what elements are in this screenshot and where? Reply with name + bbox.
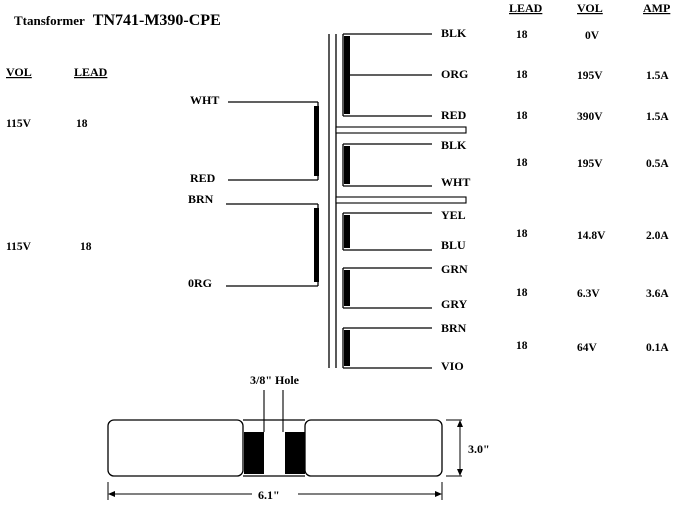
mounting-right-block xyxy=(304,419,443,477)
secondary-wire-blk-1: BLK xyxy=(441,26,467,40)
secondary-wire-vio: VIO xyxy=(441,359,464,373)
secondary-row-5: 18 14.8V 2.0A xyxy=(516,228,669,242)
secondary-winding-5 xyxy=(342,327,432,369)
primary-winding-2: BRN 0RG xyxy=(188,192,319,290)
secondary-coil-1 xyxy=(344,36,350,114)
secondary-wire-grn: GRN xyxy=(441,262,468,276)
primary-row-1-vol: 115V xyxy=(6,118,32,130)
secondary-wire-red: RED xyxy=(441,108,467,122)
secondary-coil-3 xyxy=(344,215,350,248)
secondary-row-5-vol: 14.8V xyxy=(577,230,606,242)
secondary-row-3-amp: 1.5A xyxy=(646,111,669,123)
primary-coil-2 xyxy=(314,208,319,282)
height-label: 3.0" xyxy=(468,442,490,456)
secondary-row-1-vol: 0V xyxy=(585,30,600,42)
secondary-row-2-lead: 18 xyxy=(516,69,528,81)
secondary-coil-4 xyxy=(344,270,350,306)
mounting-outline: 3/8" Hole 3.0" 6.1" xyxy=(107,373,490,502)
width-label: 6.1" xyxy=(258,488,280,502)
primary-vol-header: VOL xyxy=(6,65,32,79)
primary-row-1-lead: 18 xyxy=(76,118,88,130)
secondary-row-3-lead: 18 xyxy=(516,110,528,122)
secondary-row-1: 18 0V xyxy=(516,29,600,42)
secondary-row-6-lead: 18 xyxy=(516,287,528,299)
primary-row-2-vol: 115V xyxy=(6,241,32,253)
secondary-wire-wht: WHT xyxy=(441,175,470,189)
transformer-core xyxy=(328,34,467,368)
secondary-winding-2 xyxy=(342,143,432,187)
primary-lead-header: LEAD xyxy=(74,65,108,79)
diagram-title: Ttansformer TN741-M390-CPE xyxy=(14,12,221,29)
secondary-row-7-amp: 0.1A xyxy=(646,342,669,354)
primary-wire-wht: WHT xyxy=(190,93,219,107)
secondary-coil-2 xyxy=(344,146,350,184)
shield-separator-1 xyxy=(335,126,467,134)
secondary-wire-yel: YEL xyxy=(441,208,466,222)
primary-winding-1: WHT RED xyxy=(190,93,319,185)
secondary-winding-4 xyxy=(342,267,432,309)
secondary-vol-header: VOL xyxy=(577,1,603,15)
hole-label: 3/8" Hole xyxy=(250,373,300,387)
primary-wire-org: 0RG xyxy=(188,276,212,290)
secondary-lead-header: LEAD xyxy=(509,1,543,15)
secondary-row-6-vol: 6.3V xyxy=(577,288,600,300)
secondary-winding-1 xyxy=(342,33,432,117)
secondary-row-7: 18 64V 0.1A xyxy=(516,340,669,354)
secondary-wire-gry: GRY xyxy=(441,297,468,311)
secondary-wire-org: ORG xyxy=(441,67,468,81)
secondary-row-5-lead: 18 xyxy=(516,228,528,240)
secondary-row-5-amp: 2.0A xyxy=(646,230,669,242)
mounting-core-right xyxy=(285,432,305,474)
secondary-row-4-vol: 195V xyxy=(577,158,603,170)
secondary-row-7-vol: 64V xyxy=(577,342,598,354)
secondary-wire-blk-2: BLK xyxy=(441,138,467,152)
secondary-row-4-amp: 0.5A xyxy=(646,158,669,170)
secondary-row-4: 18 195V 0.5A xyxy=(516,157,669,170)
secondary-winding-3 xyxy=(342,212,432,251)
mounting-left-block xyxy=(107,419,244,477)
title-prefix: Ttansformer xyxy=(14,13,85,28)
primary-wire-red: RED xyxy=(190,171,216,185)
primary-row-2-lead: 18 xyxy=(80,241,92,253)
secondary-row-6: 18 6.3V 3.6A xyxy=(516,287,669,300)
secondary-amp-header: AMP xyxy=(643,1,670,15)
mounting-core-left xyxy=(244,432,264,474)
secondary-wire-brn: BRN xyxy=(441,321,467,335)
shield-separator-2 xyxy=(335,196,467,204)
secondary-row-4-lead: 18 xyxy=(516,157,528,169)
secondary-coil-5 xyxy=(344,330,350,366)
secondary-row-7-lead: 18 xyxy=(516,340,528,352)
secondary-row-3: 18 390V 1.5A xyxy=(516,110,669,123)
secondary-row-6-amp: 3.6A xyxy=(646,288,669,300)
secondary-wire-blu: BLU xyxy=(441,238,466,252)
secondary-row-1-lead: 18 xyxy=(516,29,528,41)
title-model: TN741-M390-CPE xyxy=(93,12,221,29)
secondary-row-3-vol: 390V xyxy=(577,111,603,123)
secondary-row-2: 18 195V 1.5A xyxy=(516,69,669,82)
secondary-row-2-vol: 195V xyxy=(577,70,603,82)
primary-wire-brn: BRN xyxy=(188,192,214,206)
secondary-row-2-amp: 1.5A xyxy=(646,70,669,82)
primary-coil-1 xyxy=(314,106,319,176)
